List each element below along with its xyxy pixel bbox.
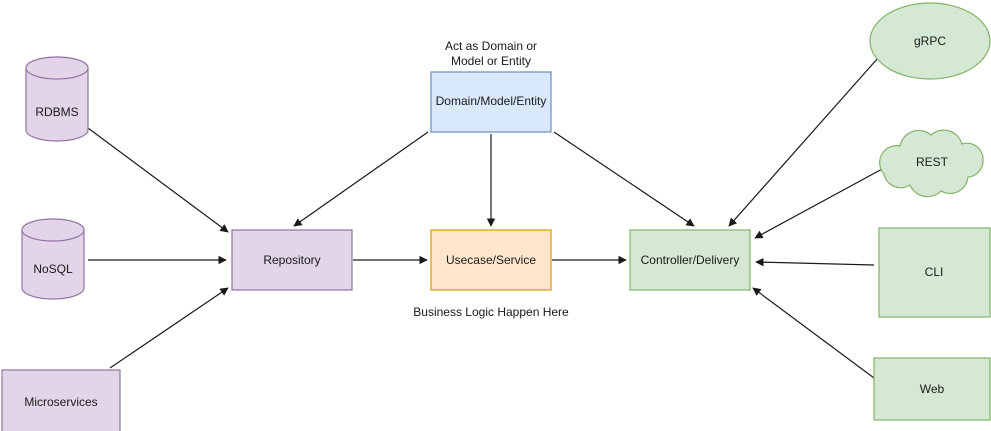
node-label-repository: Repository <box>263 253 320 267</box>
edge-web-to-controller <box>752 287 875 379</box>
edge-cli-to-controller <box>755 257 875 267</box>
node-rdbms[interactable]: RDBMS <box>25 56 89 142</box>
node-domain[interactable]: Domain/Model/Entity <box>430 71 552 133</box>
node-shape <box>430 229 552 291</box>
node-microservices[interactable]: Microservices <box>1 369 121 431</box>
node-rest[interactable]: REST <box>879 129 984 198</box>
node-label-grpc: gRPC <box>914 34 946 48</box>
caption-domain-note-line1: Act as Domain or <box>445 39 537 53</box>
node-label-domain: Domain/Model/Entity <box>436 94 547 108</box>
node-cli[interactable]: CLI <box>878 227 991 318</box>
node-repository[interactable]: Repository <box>231 229 353 291</box>
edge-domain-to-repository <box>293 131 429 227</box>
node-shape <box>629 229 751 291</box>
edge-microservices-to-repository <box>109 287 229 369</box>
node-label-cli: CLI <box>925 265 944 279</box>
caption-domain-note-line2: Model or Entity <box>451 54 531 68</box>
node-shape <box>430 71 552 133</box>
node-controller[interactable]: Controller/Delivery <box>629 229 751 291</box>
edge-rdbms-to-repository <box>87 127 229 233</box>
cylinder-top <box>25 56 89 80</box>
edge-rest-to-controller <box>754 167 885 239</box>
node-usecase[interactable]: Usecase/Service <box>430 229 552 291</box>
node-label-rdbms: RDBMS <box>35 105 78 119</box>
node-shape <box>873 357 991 421</box>
node-shape <box>878 227 991 318</box>
node-shape <box>1 369 121 431</box>
node-nosql[interactable]: NoSQL <box>21 218 85 300</box>
edge-layer <box>87 57 885 379</box>
edge-grpc-to-controller <box>728 57 879 227</box>
node-shape <box>231 229 353 291</box>
cylinder-top <box>21 218 85 242</box>
node-label-usecase: Usecase/Service <box>446 253 536 267</box>
node-label-microservices: Microservices <box>24 395 97 409</box>
node-shape <box>879 129 984 198</box>
node-grpc[interactable]: gRPC <box>869 2 991 80</box>
node-label-rest: REST <box>916 155 949 169</box>
node-label-web: Web <box>920 382 945 396</box>
node-label-controller: Controller/Delivery <box>641 253 740 267</box>
node-web[interactable]: Web <box>873 357 991 421</box>
edge-domain-to-controller <box>553 131 695 227</box>
caption-usecase-note: Business Logic Happen Here <box>413 305 569 319</box>
node-label-nosql: NoSQL <box>33 262 73 276</box>
node-shape <box>869 2 991 80</box>
